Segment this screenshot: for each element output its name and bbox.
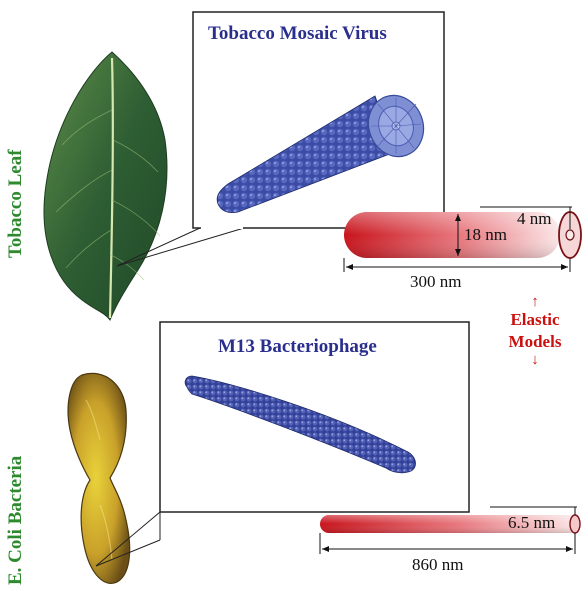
tobacco-leaf-label: Tobacco Leaf	[5, 149, 27, 258]
tmv-inner-diameter-label: 4 nm	[517, 209, 551, 229]
tmv-length-label: 300 nm	[410, 272, 461, 292]
up-arrow-icon: ↑	[494, 295, 576, 309]
ecoli-label: E. Coli Bacteria	[5, 456, 27, 585]
m13-diameter-label: 6.5 nm	[508, 513, 555, 533]
tmv-diameter-label: 18 nm	[464, 225, 507, 245]
down-arrow-icon: ↓	[494, 353, 576, 367]
elastic-models-annotation: ↑ Elastic Models ↓	[494, 295, 576, 367]
tobacco-leaf-image	[44, 52, 167, 320]
ecoli-bacteria-image	[68, 373, 130, 583]
m13-title: M13 Bacteriophage	[218, 336, 377, 358]
tmv-title: Tobacco Mosaic Virus	[208, 23, 387, 45]
models-label: Models	[494, 331, 576, 353]
m13-length-label: 860 nm	[412, 555, 463, 575]
elastic-label: Elastic	[494, 309, 576, 331]
